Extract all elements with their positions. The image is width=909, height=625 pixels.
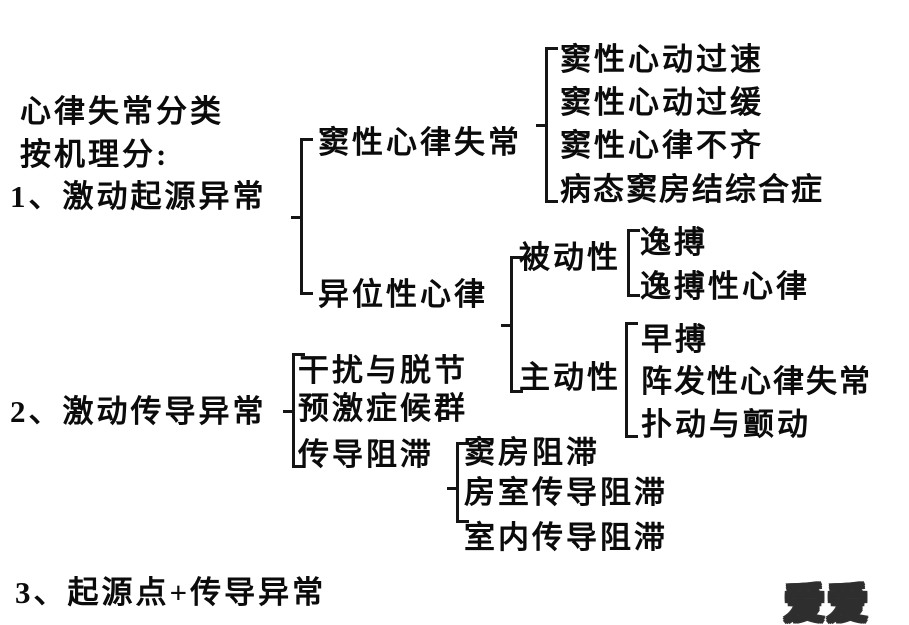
bracket-impulse-origin-tick bbox=[291, 216, 303, 219]
bracket-sinus-arrhythmia-tick bbox=[536, 124, 548, 127]
leaf-sinus-irregularity: 窦性心律不齐 bbox=[560, 128, 764, 163]
leaf-escape-beat: 逸搏 bbox=[640, 225, 708, 260]
bracket-impulse-origin bbox=[291, 138, 313, 295]
section-2-conduction-abnormal: 2、激动传导异常 bbox=[10, 394, 267, 429]
bracket-passive bbox=[627, 229, 640, 297]
node-preexcitation-syndrome: 预激症候群 bbox=[298, 391, 468, 426]
node-active: 主动性 bbox=[519, 360, 621, 395]
bracket-ectopic-rhythm bbox=[501, 256, 523, 393]
diagram-subtitle: 按机理分: bbox=[20, 137, 170, 172]
leaf-sinus-tachycardia: 窦性心动过速 bbox=[560, 42, 764, 77]
bracket-conduction-abnormal-tick bbox=[283, 410, 295, 413]
section-3-origin-plus-conduction: 3、起源点+传导异常 bbox=[15, 575, 327, 610]
node-conduction-block: 传导阻滞 bbox=[298, 437, 434, 472]
section-1-impulse-origin-abnormal: 1、激动起源异常 bbox=[10, 179, 267, 214]
node-sinus-arrhythmia: 窦性心律失常 bbox=[318, 125, 522, 160]
leaf-premature-beat: 早搏 bbox=[641, 322, 709, 357]
leaf-sick-sinus-syndrome: 病态窦房结综合症 bbox=[560, 172, 824, 207]
watermark-aiaiyi: 爱爱医 bbox=[783, 580, 870, 625]
bracket-ectopic-rhythm-tick bbox=[501, 324, 513, 327]
bracket-conduction-abnormal bbox=[283, 353, 305, 468]
bracket-conduction-block bbox=[447, 442, 469, 523]
bracket-sinus-arrhythmia bbox=[536, 47, 558, 203]
node-interference-dissociation: 干扰与脱节 bbox=[298, 353, 468, 388]
leaf-escape-rhythm: 逸搏性心律 bbox=[640, 269, 810, 304]
node-ectopic-rhythm: 异位性心律 bbox=[318, 277, 488, 312]
leaf-sinoatrial-block: 窦房阻滞 bbox=[464, 435, 600, 470]
bracket-active bbox=[625, 322, 638, 438]
leaf-sinus-bradycardia: 窦性心动过缓 bbox=[560, 85, 764, 120]
bracket-conduction-block-tick bbox=[447, 487, 459, 490]
leaf-paroxysmal-arrhythmia: 阵发性心律失常 bbox=[641, 364, 872, 399]
leaf-flutter-fibrillation: 扑动与颤动 bbox=[641, 407, 811, 442]
leaf-atrioventricular-block: 房室传导阻滞 bbox=[464, 475, 668, 510]
leaf-intraventricular-block: 室内传导阻滞 bbox=[464, 520, 668, 555]
diagram-title: 心律失常分类 bbox=[20, 94, 224, 129]
node-passive: 被动性 bbox=[519, 240, 621, 275]
